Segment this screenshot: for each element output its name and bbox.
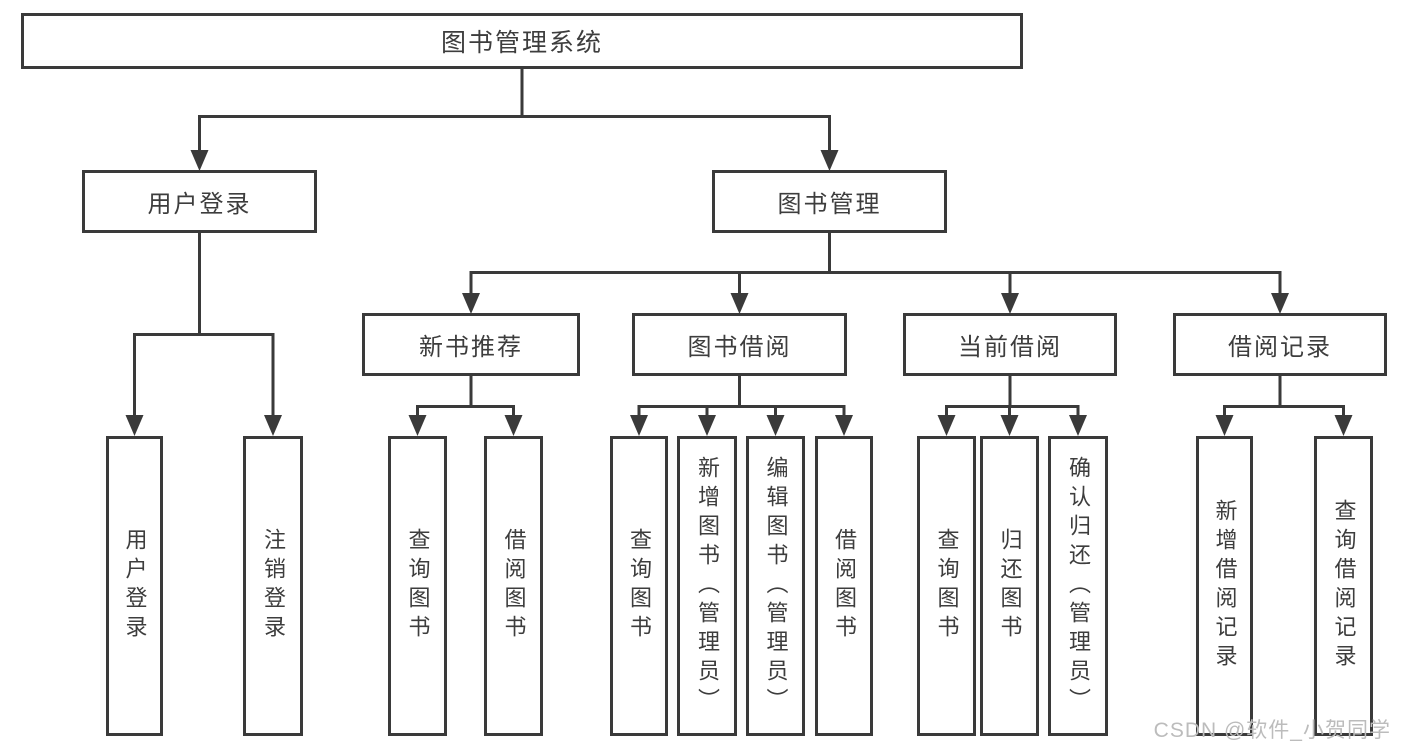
leaf-borrow-query-books: 查询图书 <box>610 436 668 736</box>
arrowhead <box>820 150 839 171</box>
arrowhead <box>766 415 785 436</box>
arrowhead <box>937 415 956 436</box>
csdn-watermark: CSDN @软件_小贺同学 <box>1153 719 1391 742</box>
arrowhead <box>630 415 648 436</box>
arrowhead <box>1334 415 1353 436</box>
leaf-record-query-borrow-record: 查询借阅记录 <box>1314 436 1373 736</box>
leaf-current-return-books: 归还图书 <box>980 436 1039 736</box>
arrowhead <box>1215 415 1234 436</box>
node-borrow-record: 借阅记录 <box>1173 313 1387 376</box>
arrowhead <box>504 415 523 436</box>
arrowhead <box>1271 293 1289 314</box>
node-root: 图书管理系统 <box>21 13 1023 69</box>
leaf-current-confirm-return-admin: 确认归还（管理员） <box>1048 436 1108 736</box>
arrowhead <box>1001 293 1019 314</box>
leaf-borrow-borrow-books: 借阅图书 <box>815 436 873 736</box>
arrowhead <box>125 415 144 436</box>
arrowhead <box>730 293 749 314</box>
leaf-record-add-borrow-record: 新增借阅记录 <box>1196 436 1253 736</box>
leaf-user-login: 用户登录 <box>106 436 163 736</box>
arrowhead <box>408 415 427 436</box>
arrowhead <box>190 150 209 171</box>
arrowhead <box>1069 415 1087 436</box>
node-book-borrow: 图书借阅 <box>632 313 847 376</box>
leaf-newbook-borrow-books: 借阅图书 <box>484 436 543 736</box>
arrowhead <box>835 415 853 436</box>
arrowhead <box>264 415 282 436</box>
node-new-book-recommend: 新书推荐 <box>362 313 580 376</box>
node-current-borrow: 当前借阅 <box>903 313 1117 376</box>
arrowhead <box>462 293 480 314</box>
leaf-borrow-edit-books-admin: 编辑图书（管理员） <box>746 436 805 736</box>
leaf-newbook-query-books: 查询图书 <box>388 436 447 736</box>
node-user-login: 用户登录 <box>82 170 317 233</box>
leaf-borrow-add-books-admin: 新增图书（管理员） <box>677 436 737 736</box>
leaf-logout: 注销登录 <box>243 436 303 736</box>
arrowhead <box>698 415 716 436</box>
leaf-current-query-books: 查询图书 <box>917 436 976 736</box>
arrowhead <box>1000 415 1019 436</box>
node-book-management: 图书管理 <box>712 170 947 233</box>
